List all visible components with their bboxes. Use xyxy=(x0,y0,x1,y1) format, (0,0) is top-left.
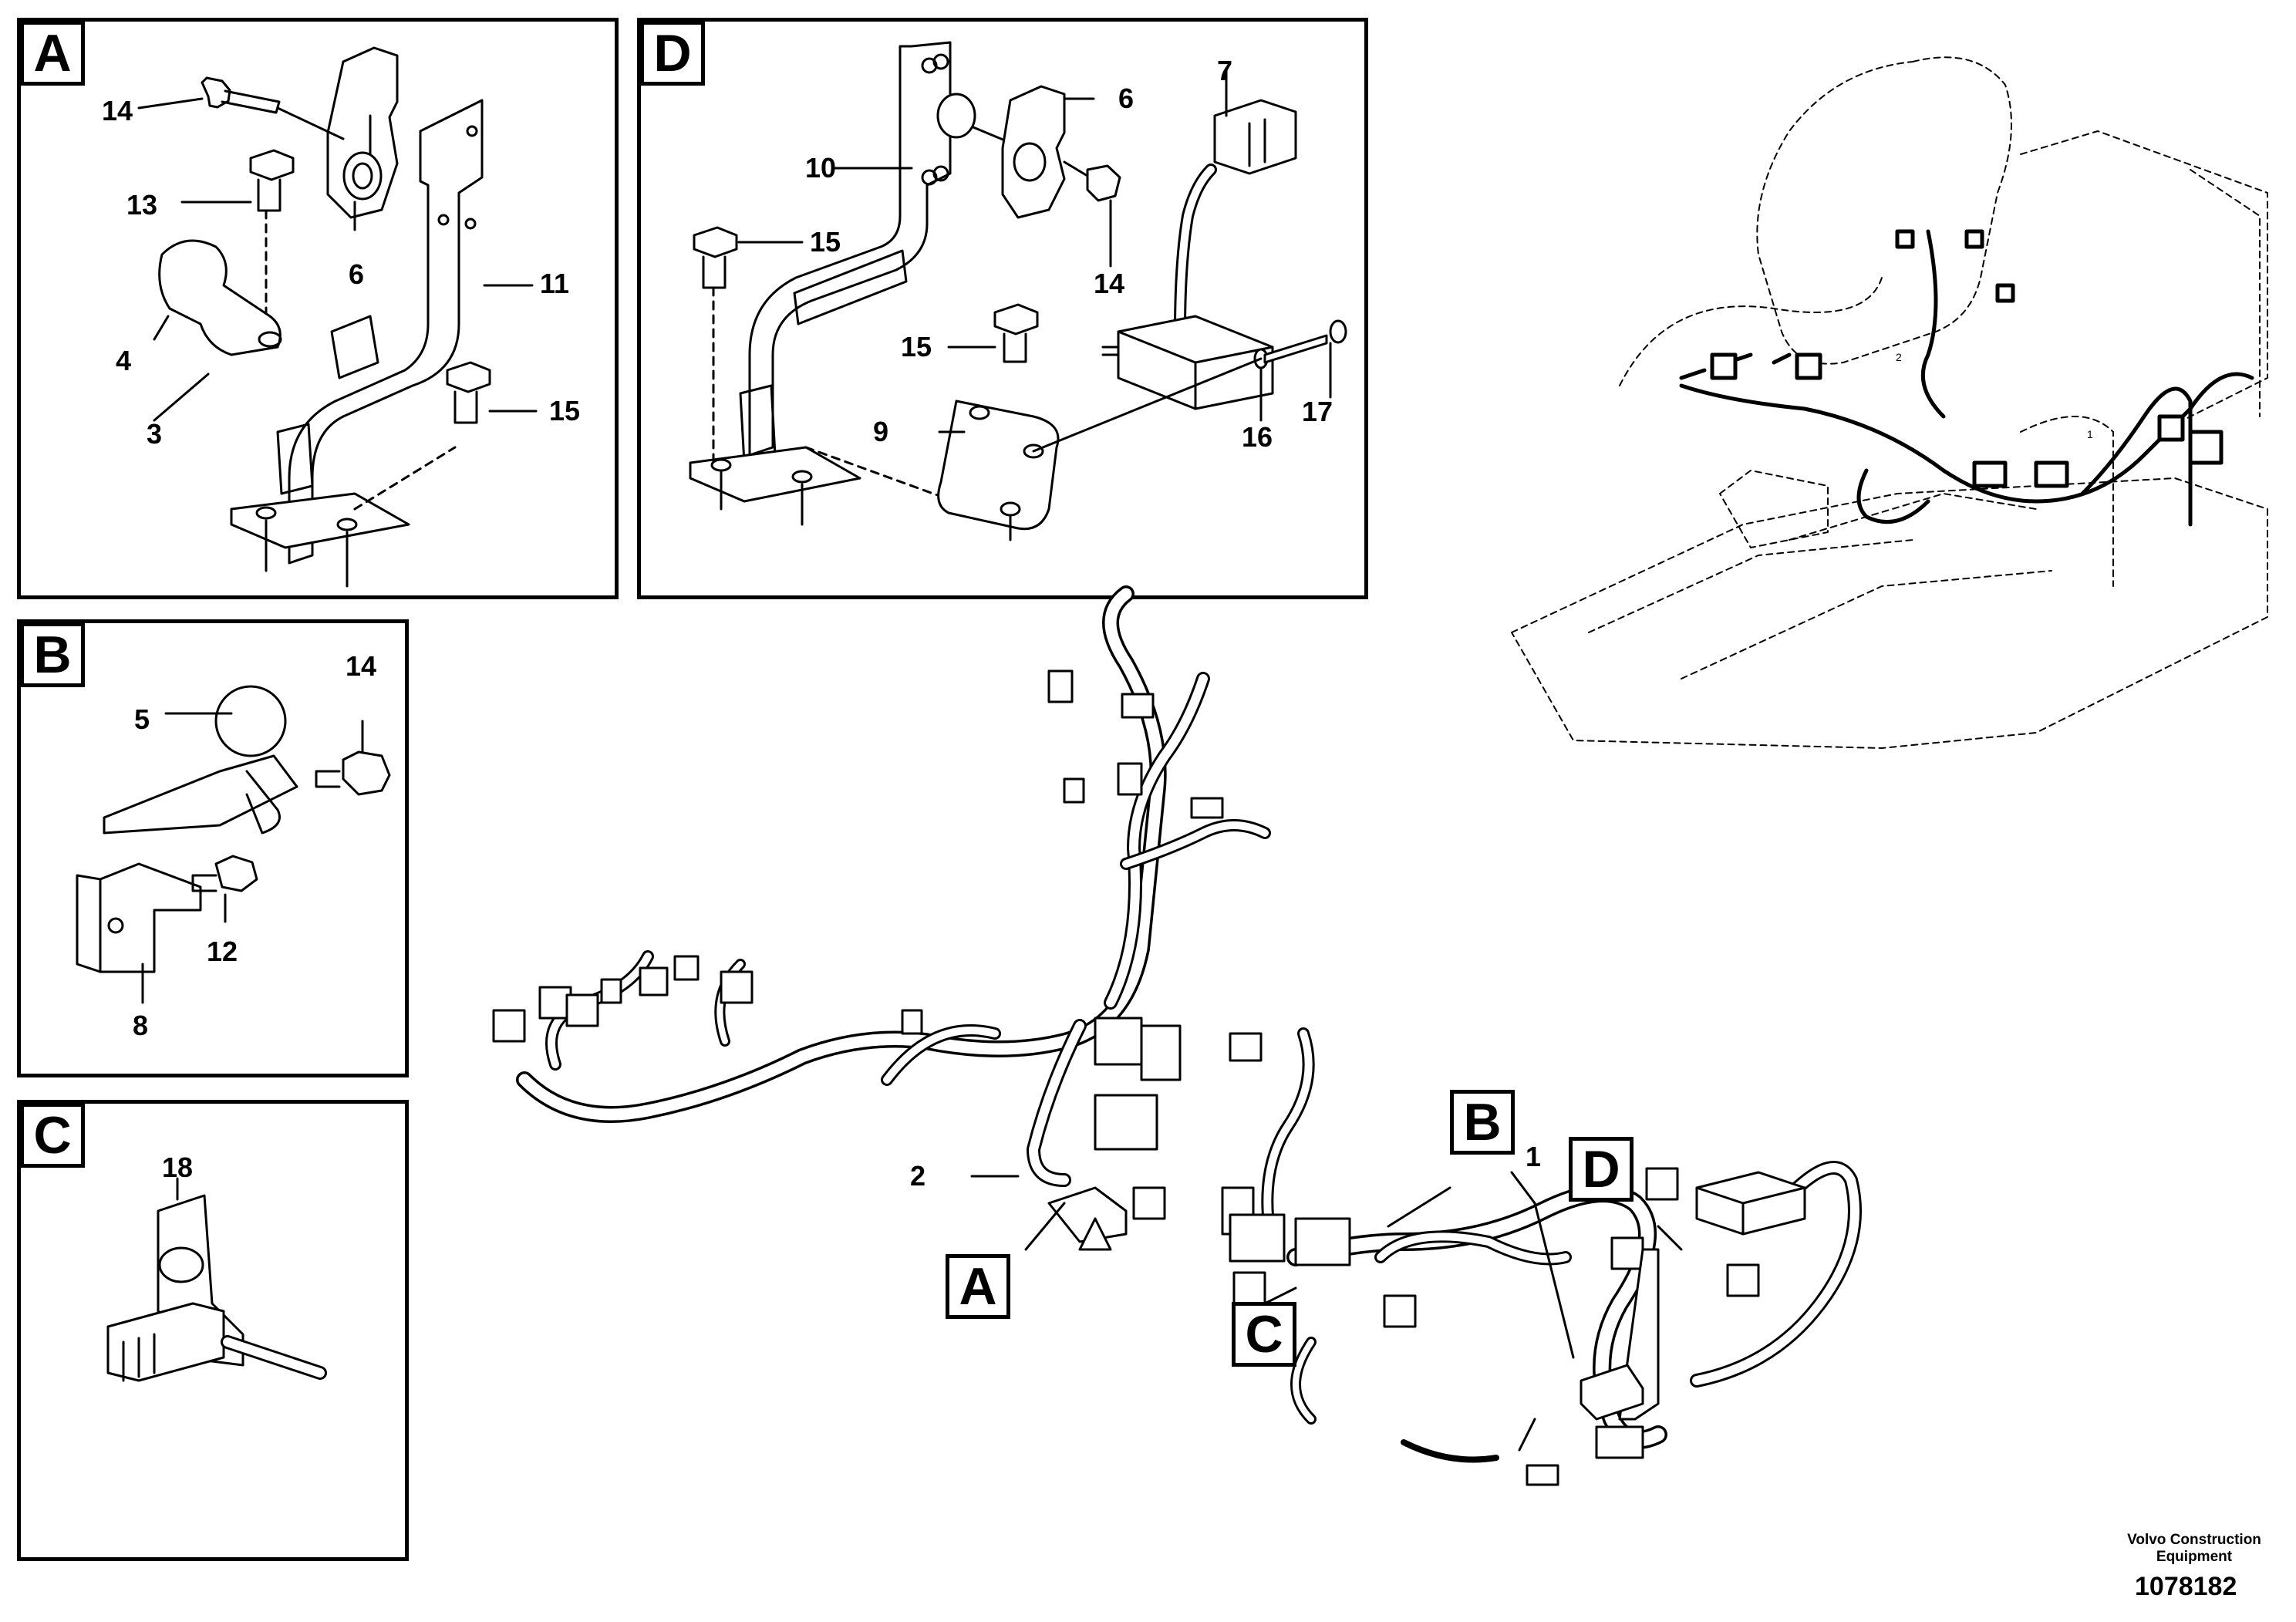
panel-d-label-15-mid: 15 xyxy=(901,331,932,363)
main-harness-2 xyxy=(492,585,1271,1251)
panel-a-label-15: 15 xyxy=(549,395,581,427)
brand-line-2: Equipment xyxy=(2156,1549,2233,1565)
callout-a: A xyxy=(946,1254,1010,1319)
panel-d-drawing xyxy=(689,41,1347,541)
panel-b-label-5: 5 xyxy=(134,703,150,735)
panel-d-label-7: 7 xyxy=(1217,55,1233,86)
callout-c: C xyxy=(1232,1302,1296,1367)
panel-b-letter: B xyxy=(20,622,85,687)
panel-b-label-12: 12 xyxy=(207,936,238,967)
panel-d-label-6: 6 xyxy=(1118,83,1135,114)
panel-a-label-6: 6 xyxy=(349,258,365,290)
panel-d-label-17: 17 xyxy=(1302,396,1333,427)
panel-a-label-4: 4 xyxy=(116,345,132,376)
panel-d-label-16: 16 xyxy=(1242,421,1273,453)
overview-harness xyxy=(1679,229,2254,527)
panel-a-label-14: 14 xyxy=(102,95,133,126)
main-label-2: 2 xyxy=(910,1160,926,1192)
document-number: 1078182 xyxy=(2135,1572,2237,1601)
panel-d-label-14: 14 xyxy=(1094,268,1125,299)
detail-panel-b xyxy=(17,619,409,1077)
panel-b-drawing xyxy=(76,685,391,1004)
panel-c-label-18: 18 xyxy=(162,1152,194,1183)
panel-d-letter: D xyxy=(640,21,705,86)
overview-cab-drawing xyxy=(1511,56,2268,749)
overview-label-2: 2 xyxy=(1896,351,1902,363)
panel-a-label-3: 3 xyxy=(147,418,163,450)
brand-line-1: Volvo Construction xyxy=(2127,1532,2261,1548)
callout-b: B xyxy=(1450,1090,1515,1155)
overview-label-1: 1 xyxy=(2087,428,2093,440)
main-harness-1 xyxy=(1221,1027,1862,1486)
panel-a-letter: A xyxy=(20,21,85,86)
panel-c-drawing xyxy=(106,1177,327,1382)
panel-a-label-11: 11 xyxy=(540,268,570,299)
panel-b-label-14: 14 xyxy=(346,650,377,682)
panel-d-label-15-top: 15 xyxy=(810,226,841,258)
callout-d: D xyxy=(1569,1137,1633,1202)
panel-d-label-9: 9 xyxy=(873,416,889,447)
main-label-1: 1 xyxy=(1526,1141,1542,1172)
panel-c-letter: C xyxy=(20,1103,85,1168)
panel-a-drawing xyxy=(137,46,538,588)
panel-b-label-8: 8 xyxy=(133,1010,149,1041)
panel-d-label-10: 10 xyxy=(805,152,837,184)
panel-a-label-13: 13 xyxy=(126,189,158,221)
